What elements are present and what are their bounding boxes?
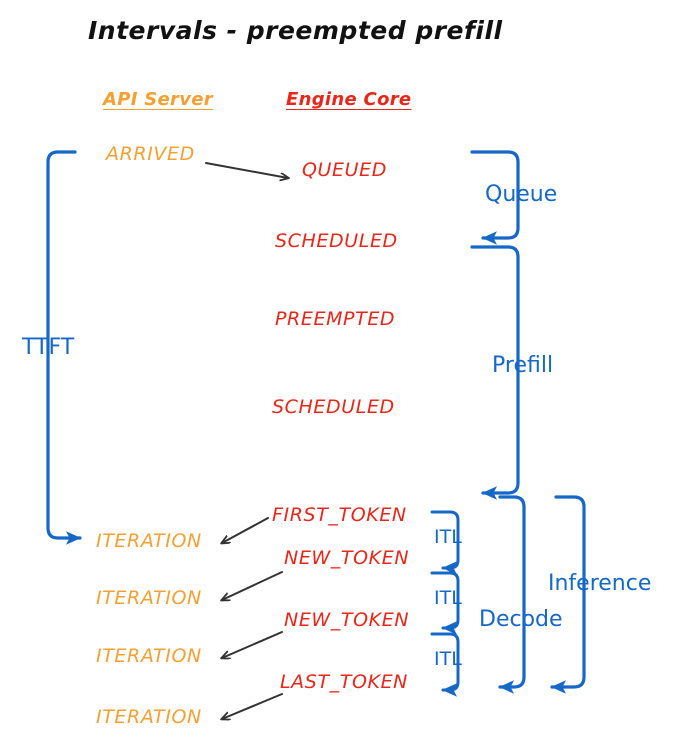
engine-state-last-token: LAST_TOKEN bbox=[280, 671, 408, 693]
engine-state-scheduled-2: SCHEDULED bbox=[272, 396, 395, 418]
interval-label-itl-1: ITL bbox=[434, 526, 462, 548]
interval-label-itl-2: ITL bbox=[434, 587, 462, 609]
interval-label-inference: Inference bbox=[548, 571, 652, 596]
bracket-decode-line bbox=[498, 495, 526, 694]
engine-state-preempted: PREEMPTED bbox=[275, 308, 396, 330]
arrow-arrived-to-queued bbox=[205, 162, 288, 178]
arrow-first-token-to-iteration bbox=[222, 517, 269, 543]
column-header-api-server: API Server bbox=[103, 89, 213, 110]
api-state-iteration-4: ITERATION bbox=[96, 706, 202, 728]
interval-label-prefill: Prefill bbox=[492, 353, 554, 378]
arrow-new-token-1-to-iteration bbox=[222, 571, 283, 600]
engine-state-new-token-2: NEW_TOKEN bbox=[284, 609, 410, 631]
engine-state-queued: QUEUED bbox=[302, 159, 388, 181]
engine-state-scheduled-1: SCHEDULED bbox=[275, 230, 398, 252]
interval-label-decode: Decode bbox=[479, 607, 563, 632]
api-state-iteration-1: ITERATION bbox=[96, 530, 202, 552]
engine-state-first-token: FIRST_TOKEN bbox=[272, 504, 407, 526]
api-state-arrived: ARRIVED bbox=[106, 143, 195, 165]
interval-label-queue: Queue bbox=[485, 182, 558, 207]
interval-label-ttft: TTFT bbox=[22, 335, 75, 360]
api-state-iteration-2: ITERATION bbox=[96, 587, 202, 609]
engine-state-new-token-1: NEW_TOKEN bbox=[284, 547, 410, 569]
arrow-last-token-to-iteration bbox=[222, 693, 283, 719]
interval-label-itl-3: ITL bbox=[434, 648, 462, 670]
diagram-title: Intervals - preempted prefill bbox=[88, 16, 503, 45]
arrow-new-token-2-to-iteration bbox=[222, 631, 283, 658]
api-state-iteration-3: ITERATION bbox=[96, 645, 202, 667]
column-header-engine-core: Engine Core bbox=[286, 89, 412, 110]
